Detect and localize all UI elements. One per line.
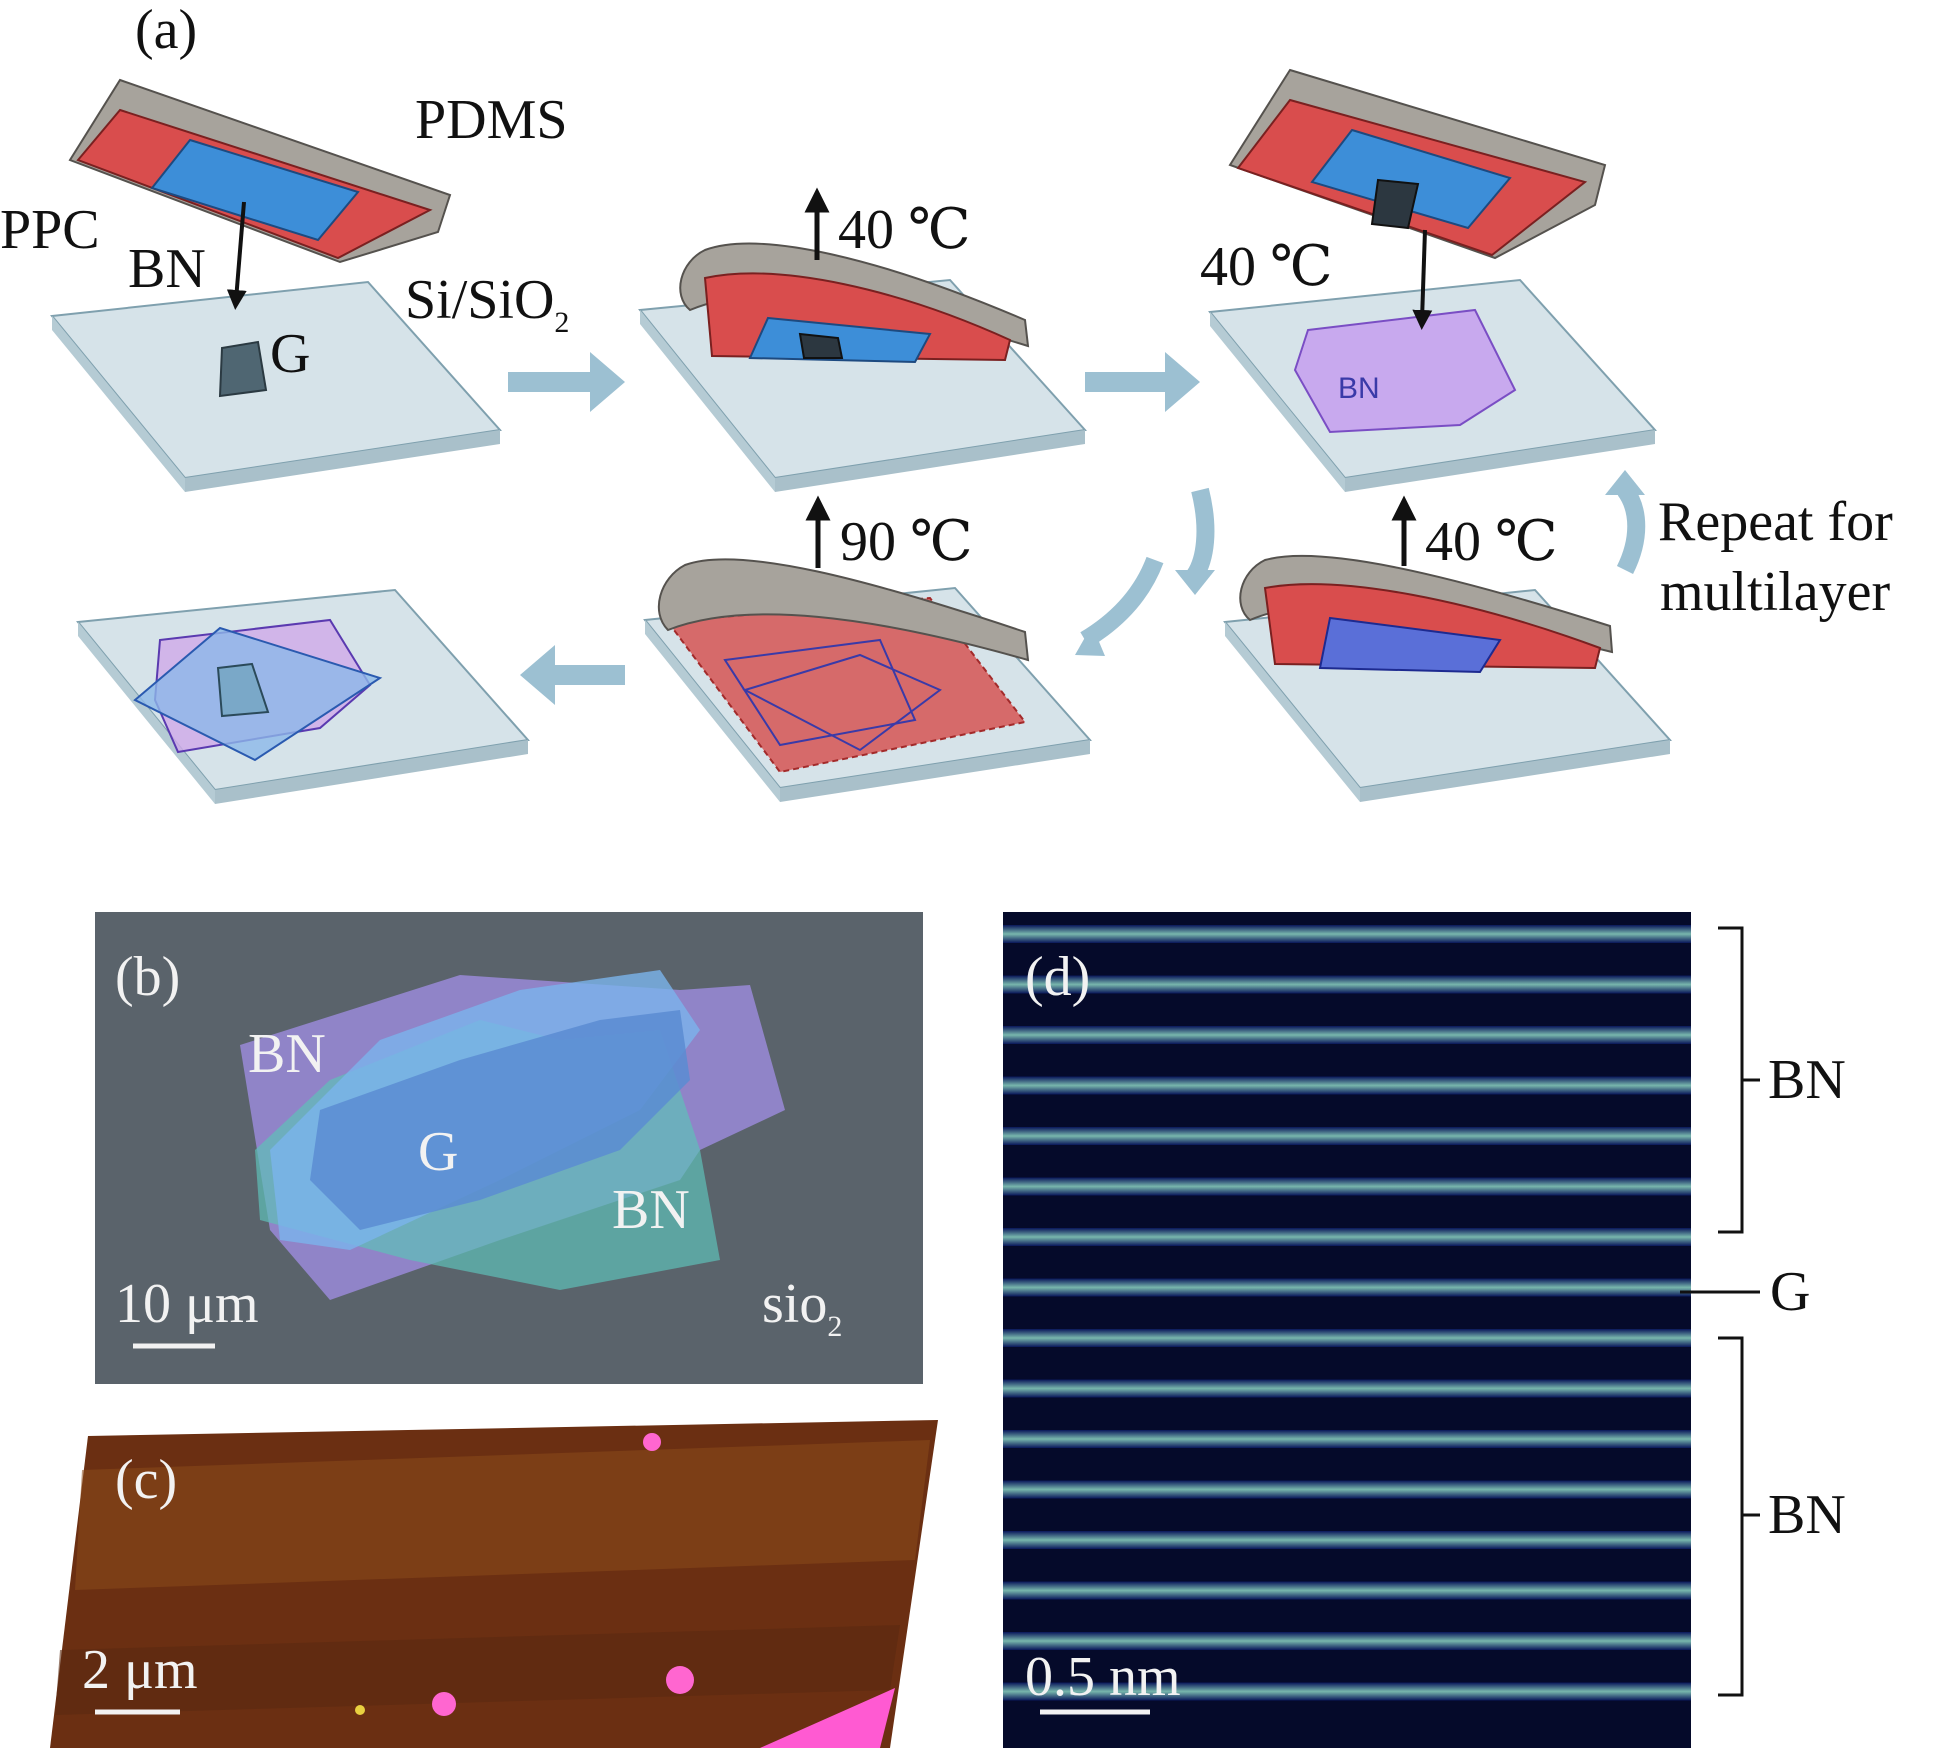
panel-a: (a) PDMS PPC BN G Si/SiO2 — [0, 0, 1893, 804]
repeat-line1: Repeat for — [1658, 491, 1893, 553]
lattice-stripe — [1003, 1632, 1691, 1650]
step6 — [76, 588, 530, 804]
repeat-arrow — [1616, 484, 1646, 575]
bn-flake-step3 — [1310, 128, 1512, 230]
bracket-bottom — [1718, 1336, 1760, 1697]
scale-c-label: 2 μm — [82, 1639, 198, 1701]
lattice-stripe — [1003, 1480, 1691, 1499]
label-bn-b-top: BN — [248, 1023, 326, 1085]
lattice-stripe — [1003, 1228, 1691, 1246]
lattice-stripe — [1003, 1329, 1691, 1347]
temp-step2: 40 ℃ — [838, 199, 971, 261]
label-bn: BN — [128, 238, 206, 300]
graphene-flake-b — [310, 1010, 690, 1230]
lattice-stripe — [1003, 1379, 1691, 1398]
bn-flake-transferred — [1293, 308, 1517, 434]
graphene-final — [216, 662, 270, 718]
bn-stack-step4 — [1318, 616, 1502, 674]
panel-d: (d) 0.5 nm BN G BN — [1003, 912, 1846, 1748]
step2: 40 ℃ — [638, 187, 1087, 492]
lattice-stripes — [1003, 925, 1691, 1701]
scale-b-label: 10 μm — [115, 1273, 259, 1335]
label-bn-b-bottom: BN — [612, 1179, 690, 1241]
transfer-arrow-3 — [1412, 229, 1433, 330]
process-arrow-3 — [1187, 487, 1215, 580]
panel-b: (b) BN G BN 10 μm sio2 — [95, 912, 923, 1384]
process-arrow-5 — [520, 645, 625, 705]
lattice-stripe — [1003, 1581, 1691, 1600]
substrate-label-b: sio2 — [762, 1273, 842, 1343]
step4: 40 ℃ Repeat for multilayer — [1223, 491, 1893, 802]
bracket-bottom-label: BN — [1768, 1484, 1846, 1546]
process-arrow-4 — [1080, 556, 1164, 648]
flake-bn-label: BN — [1338, 372, 1380, 405]
process-arrow-2 — [1085, 352, 1200, 412]
lattice-stripe — [1003, 1531, 1691, 1549]
scale-d-label: 0.5 nm — [1025, 1646, 1181, 1708]
lattice-stripe — [1003, 1682, 1691, 1701]
panel-d-label: (d) — [1025, 946, 1090, 1008]
bracket-top-label: BN — [1768, 1049, 1846, 1111]
lattice-stripe — [1003, 1076, 1691, 1095]
temp-step5: 90 ℃ — [840, 511, 973, 573]
panel-b-label: (b) — [115, 946, 180, 1008]
lattice-stripe — [1003, 1177, 1691, 1196]
temp-step3: 40 ℃ — [1200, 236, 1333, 298]
bracket-top — [1718, 926, 1760, 1234]
lattice-stripe — [1003, 925, 1691, 943]
temp-step4: 40 ℃ — [1425, 511, 1558, 573]
lattice-stripe — [1003, 975, 1691, 994]
lattice-stripe — [1003, 1430, 1691, 1448]
bn-flake-step2 — [748, 316, 932, 364]
label-g-b: G — [418, 1121, 458, 1183]
label-ppc: PPC — [0, 199, 100, 261]
repeat-line2: multilayer — [1660, 561, 1891, 623]
label-g: G — [270, 323, 310, 385]
label-pdms: PDMS — [415, 89, 568, 151]
process-arrow-1 — [508, 352, 625, 412]
lattice-stripe — [1003, 1278, 1691, 1297]
g-line-label: G — [1770, 1261, 1810, 1323]
panel-a-label: (a) — [135, 0, 197, 61]
step5: 90 ℃ — [643, 495, 1092, 802]
transfer-arrow-1 — [226, 201, 247, 310]
panel-c-label: (c) — [115, 1449, 177, 1511]
bn-flake-on-stamp — [150, 138, 360, 242]
lattice-stripe — [1003, 1127, 1691, 1145]
step1: PDMS PPC BN G Si/SiO2 — [0, 78, 569, 492]
label-substrate: Si/SiO2 — [405, 269, 569, 339]
step3: BN 40 ℃ — [1200, 68, 1657, 492]
lattice-stripe — [1003, 1026, 1691, 1044]
graphene-flake — [218, 340, 268, 398]
pdms-stamp-step5 — [658, 558, 1030, 662]
panel-c: (c) 2 μm — [50, 1420, 938, 1748]
